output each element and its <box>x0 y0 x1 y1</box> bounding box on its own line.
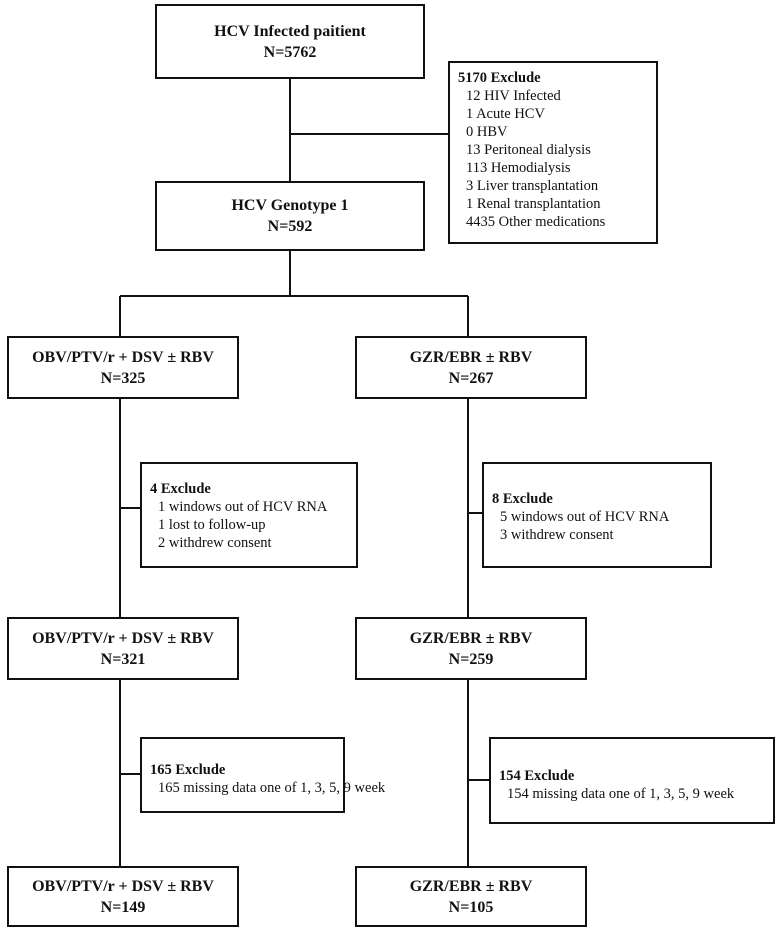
left-exclude-1-header: 4 Exclude <box>150 481 211 497</box>
left-arm-1-count: N=325 <box>100 369 146 387</box>
left-exclude-1-item: 1 lost to follow-up <box>158 517 266 533</box>
right-exclude-1-item: 5 windows out of HCV RNA <box>500 509 670 525</box>
exclude-main-header: 5170 Exclude <box>458 70 541 86</box>
exclude-main-item: 4435 Other medications <box>466 214 606 230</box>
left-arm-2-count: N=321 <box>100 650 146 668</box>
right-arm-3-title: GZR/EBR ± RBV <box>409 877 533 895</box>
left-exclude-box-2: 165 Exclude 165 missing data one of 1, 3… <box>140 737 386 813</box>
root-count: N=5762 <box>263 43 317 61</box>
exclude-main-item: 3 Liver transplantation <box>466 178 599 194</box>
left-arm-2-title: OBV/PTV/r + DSV ± RBV <box>32 629 214 647</box>
right-exclude-2-header: 154 Exclude <box>499 768 575 784</box>
genotype-count: N=592 <box>267 218 313 235</box>
exclude-main-item: 113 Hemodialysis <box>466 160 571 176</box>
left-arm-3-count: N=149 <box>100 898 146 916</box>
exclude-box-main: 5170 Exclude 12 HIV Infected 1 Acute HCV… <box>448 61 658 244</box>
left-arm-3-title: OBV/PTV/r + DSV ± RBV <box>32 877 214 895</box>
left-arm-box-3: OBV/PTV/r + DSV ± RBV N=149 <box>7 866 239 927</box>
right-exclude-2-item: 154 missing data one of 1, 3, 5, 9 week <box>507 786 735 802</box>
right-arm-box-1: GZR/EBR ± RBV N=267 <box>355 336 587 399</box>
right-arm-1-count: N=267 <box>448 369 494 387</box>
left-exclude-1-item: 1 windows out of HCV RNA <box>158 499 328 515</box>
right-arm-2-title: GZR/EBR ± RBV <box>409 629 533 647</box>
genotype-title: HCV Genotype 1 <box>231 197 349 214</box>
left-arm-1-title: OBV/PTV/r + DSV ± RBV <box>32 348 214 366</box>
right-exclude-1-header: 8 Exclude <box>492 491 553 507</box>
exclude-main-item: 1 Acute HCV <box>466 106 545 122</box>
left-arm-box-1: OBV/PTV/r + DSV ± RBV N=325 <box>7 336 239 399</box>
left-exclude-box-1: 4 Exclude 1 windows out of HCV RNA 1 los… <box>140 462 358 568</box>
root-box: HCV Infected paitient N=5762 <box>155 4 425 79</box>
exclude-main-item: 0 HBV <box>466 124 508 140</box>
left-exclude-2-header: 165 Exclude <box>150 762 226 778</box>
root-title: HCV Infected paitient <box>214 22 366 40</box>
exclude-main-item: 1 Renal transplantation <box>466 196 601 212</box>
genotype-box: HCV Genotype 1 N=592 <box>155 181 425 251</box>
right-exclude-box-1: 8 Exclude 5 windows out of HCV RNA 3 wit… <box>482 462 712 568</box>
right-arm-box-3: GZR/EBR ± RBV N=105 <box>355 866 587 927</box>
left-exclude-2-item: 165 missing data one of 1, 3, 5, 9 week <box>158 780 386 796</box>
exclude-main-item: 12 HIV Infected <box>466 88 561 104</box>
exclude-main-item: 13 Peritoneal dialysis <box>466 142 591 158</box>
left-exclude-1-item: 2 withdrew consent <box>158 535 272 551</box>
right-exclude-box-2: 154 Exclude 154 missing data one of 1, 3… <box>489 737 775 824</box>
right-arm-box-2: GZR/EBR ± RBV N=259 <box>355 617 587 680</box>
right-arm-3-count: N=105 <box>448 898 494 916</box>
right-arm-2-count: N=259 <box>448 650 494 668</box>
right-exclude-1-item: 3 withdrew consent <box>500 527 614 543</box>
left-arm-box-2: OBV/PTV/r + DSV ± RBV N=321 <box>7 617 239 680</box>
right-arm-1-title: GZR/EBR ± RBV <box>409 348 533 366</box>
